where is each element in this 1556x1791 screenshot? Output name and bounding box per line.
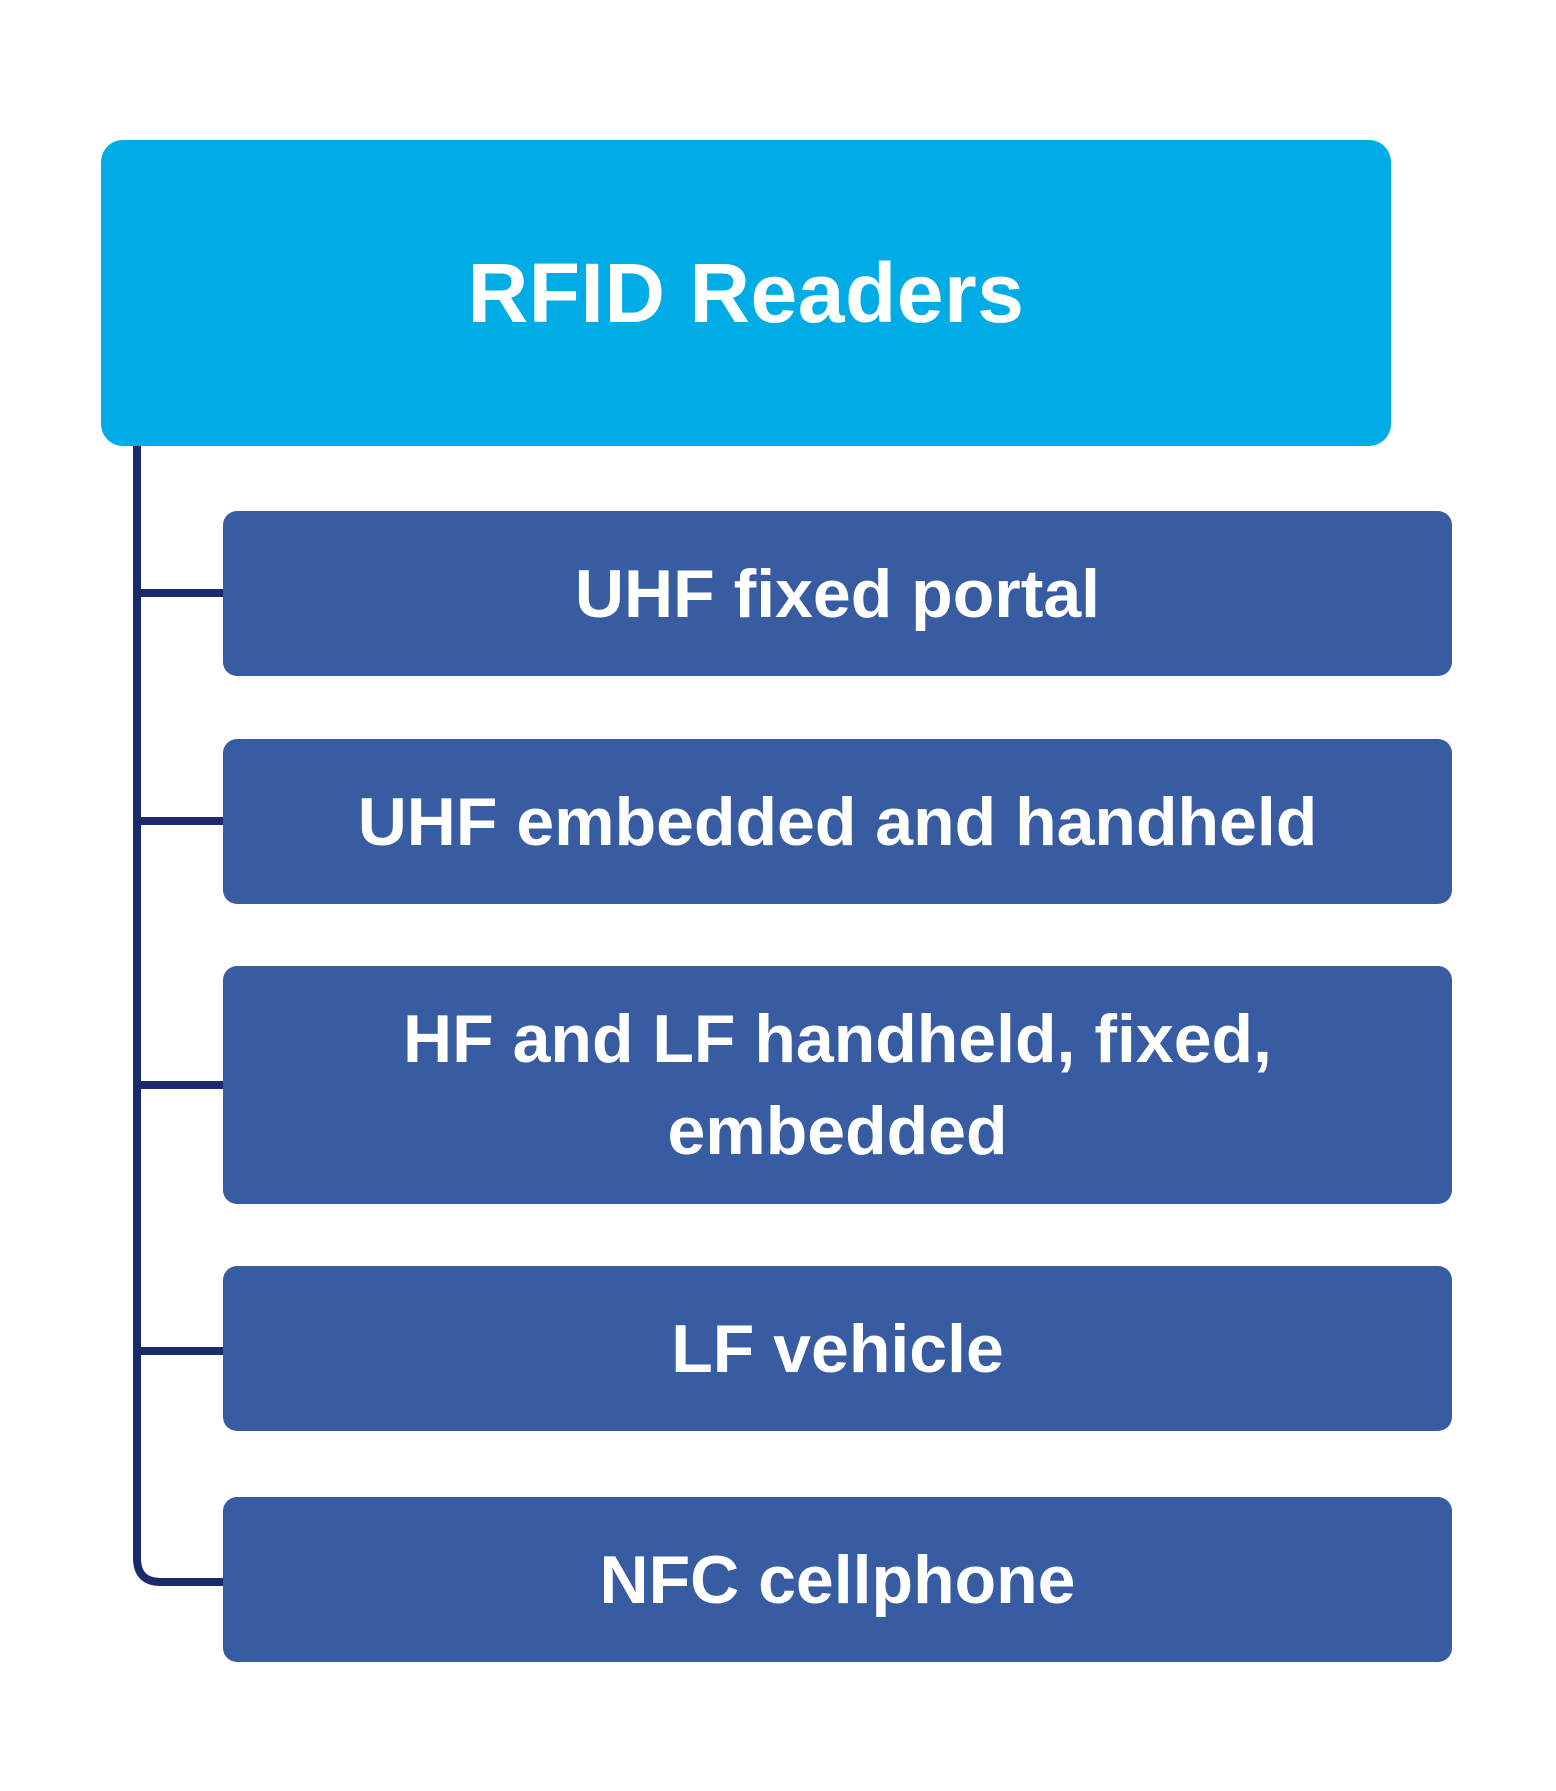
child-node-label: HF and LF handheld, fixed, embedded — [403, 1001, 1272, 1169]
child-node-nfc-cellphone: NFC cellphone — [223, 1497, 1452, 1662]
child-node-hf-lf-handheld-fixed-embedded: HF and LF handheld, fixed, embedded — [223, 966, 1452, 1204]
child-node-label: UHF embedded and handheld — [357, 783, 1318, 860]
root-node-rfid-readers: RFID Readers — [101, 140, 1391, 446]
child-node-uhf-embedded-handheld: UHF embedded and handheld — [223, 739, 1452, 904]
child-node-label: UHF fixed portal — [574, 555, 1101, 632]
child-node-uhf-fixed-portal: UHF fixed portal — [223, 511, 1452, 676]
child-node-label: LF vehicle — [671, 1310, 1004, 1387]
connector-trunk — [133, 446, 223, 1586]
root-node-label: RFID Readers — [467, 245, 1025, 340]
child-node-lf-vehicle: LF vehicle — [223, 1266, 1452, 1431]
child-node-label: NFC cellphone — [599, 1541, 1076, 1618]
